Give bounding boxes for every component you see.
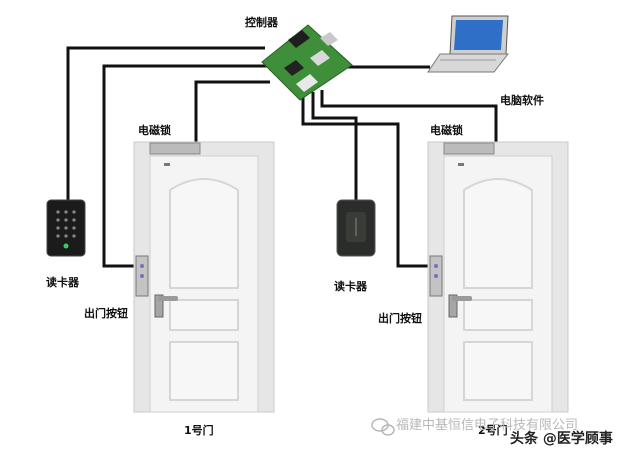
pc-software-label: 电脑软件 xyxy=(500,94,544,107)
controller-board xyxy=(261,24,353,101)
maglock-left-label: 电磁锁 xyxy=(138,124,171,137)
controller-label: 控制器 xyxy=(245,16,278,29)
wiring xyxy=(66,46,498,268)
card-reader-icon xyxy=(336,199,376,257)
watermark-company: 福建中基恒信电子科技有限公司 xyxy=(396,418,579,433)
reader-right-label: 读卡器 xyxy=(334,280,367,293)
door-2 xyxy=(427,141,569,413)
reader-left-label: 读卡器 xyxy=(46,276,79,289)
door-2-label: 2号门 xyxy=(478,424,508,437)
keypad-reader-icon xyxy=(46,199,86,257)
door-1 xyxy=(133,141,275,413)
door-1-label: 1号门 xyxy=(184,424,214,437)
watermark-source: 头条 @医学顾事 xyxy=(510,431,613,447)
laptop-icon xyxy=(427,15,510,73)
exit-button-left-label: 出门按钮 xyxy=(84,307,128,320)
maglock-right-label: 电磁锁 xyxy=(430,124,463,137)
exit-button-right-label: 出门按钮 xyxy=(378,312,422,325)
wechat-icon xyxy=(371,418,395,436)
